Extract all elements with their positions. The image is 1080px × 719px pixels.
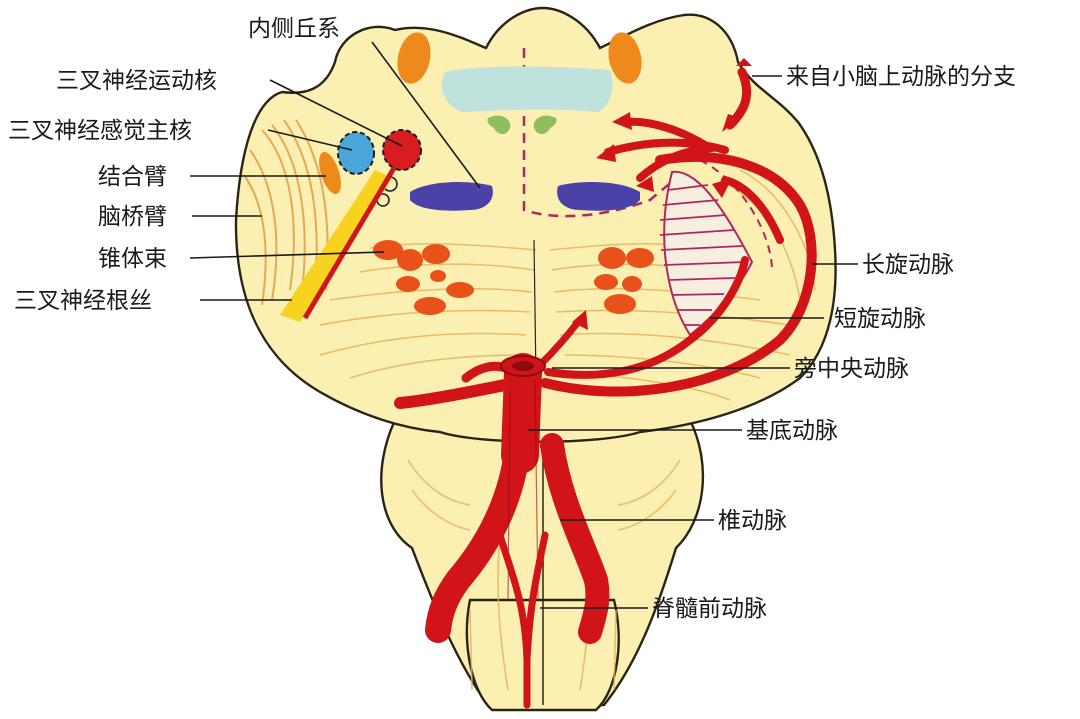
trigeminal-sensory-nucleus [337,131,375,175]
basilar-lumen [512,361,534,371]
pons-midline [533,239,537,381]
basilar-artery [501,353,542,474]
label-medial-lemniscus: 内侧丘系 [248,16,340,42]
pons-body [234,6,837,443]
vertebral-artery-left [425,432,531,643]
label-vertebral: 椎动脉 [718,508,787,534]
label-trigeminal-sensory-nucleus: 三叉神经感觉主核 [8,118,192,144]
small-nucleus-left [487,115,511,135]
sca-fanned-branches [604,117,729,182]
trigeminal-root-band [280,170,392,322]
label-brachium-pontis: 脑桥臂 [98,204,167,230]
midline-dashed [522,48,681,218]
brachium-conjunctivum [319,151,341,195]
label-sca-branch: 来自小脑上动脉的分支 [786,64,1016,90]
label-paramedian: 旁中央动脉 [794,356,909,382]
medial-lemniscus-left [410,182,493,211]
leader-lines [189,41,858,609]
label-basilar: 基底动脉 [746,418,838,444]
right-branch-to-sca [721,176,784,244]
territory-hatching [659,184,746,326]
nucleus-top-right [608,32,642,84]
short-circumflex-artery [544,256,749,379]
label-short-circumflex: 短旋动脉 [834,306,926,332]
long-circumflex-artery [540,152,817,397]
anterior-spinal-artery [496,531,549,709]
artery-arrowheads [572,58,752,330]
left-circumflex-branch [394,379,511,409]
pyramidal-tract-right [594,247,654,314]
pyramidal-tract-left [373,240,474,315]
label-trigeminal-root: 三叉神经根丝 [14,288,152,314]
label-trigeminal-motor-nucleus: 三叉神经运动核 [56,68,217,94]
label-brachium-conjunctivum: 结合臂 [98,164,167,190]
trigeminal-motor-nucleus [382,129,422,171]
long-circumflex-territory-edge [699,159,773,269]
label-pyramidal-tract: 锥体束 [98,246,167,272]
label-long-circumflex: 长旋动脉 [862,252,954,278]
nucleus-top-left [397,32,431,84]
vertebral-artery-right [540,433,610,644]
small-nucleus-right [533,115,557,135]
medulla-fibers [407,459,681,691]
fourth-ventricle [441,66,613,112]
trigeminal-root-red-line [302,166,397,320]
medial-lemniscus-right [557,182,640,211]
label-anterior-spinal: 脊髓前动脉 [652,596,767,622]
arteries [394,67,817,709]
